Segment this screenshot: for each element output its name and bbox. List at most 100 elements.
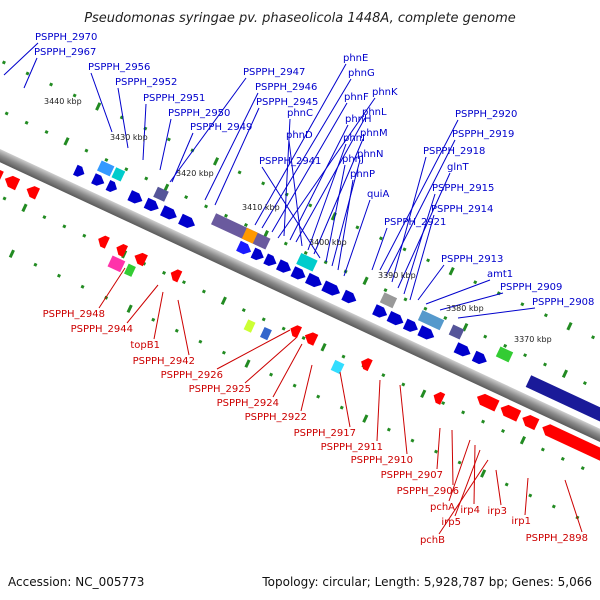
gene-label-phnn[interactable]: phnN	[357, 149, 384, 160]
gene-label-phni[interactable]: phnI	[343, 133, 365, 144]
gene-label-pspph-2946[interactable]: PSPPH_2946	[255, 82, 317, 93]
gene-label-pspph-2926[interactable]: PSPPH_2926	[161, 370, 223, 381]
forward-gene-box	[97, 160, 115, 177]
gene-label-pspph-2898[interactable]: PSPPH_2898	[526, 533, 588, 544]
tick-dot	[320, 343, 327, 352]
gene-label-pcha[interactable]: pchA	[430, 502, 455, 513]
tick-dot	[4, 111, 9, 116]
forward-gene-arrow	[372, 304, 388, 318]
tick-dot	[540, 447, 545, 452]
tick-dot	[56, 273, 61, 278]
tick-dot	[84, 148, 89, 153]
gene-label-pspph-2921[interactable]: PSPPH_2921	[384, 217, 446, 228]
accession-text: Accession: NC_005773	[8, 575, 144, 589]
gene-label-phnf[interactable]: phnF	[344, 92, 369, 103]
leader-line	[403, 193, 436, 295]
reverse-gene-arrow	[0, 169, 4, 180]
tick-dot	[448, 267, 455, 276]
gene-label-phnp[interactable]: phnP	[350, 169, 375, 180]
gene-label-pspph-2908[interactable]: PSPPH_2908	[532, 297, 594, 308]
tick-dot	[281, 326, 286, 331]
tick-dot	[44, 130, 49, 135]
leader-line	[409, 214, 435, 301]
gene-label-pspph-2952[interactable]: PSPPH_2952	[115, 77, 177, 88]
tick-dot	[480, 469, 487, 478]
gene-label-pchb[interactable]: pchB	[420, 535, 445, 546]
tick-dot	[72, 93, 77, 98]
gene-label-pspph-2947[interactable]: PSPPH_2947	[243, 67, 305, 78]
tick-dot	[284, 192, 289, 197]
leader-line	[376, 379, 381, 442]
gene-label-phnc[interactable]: phnC	[287, 108, 313, 119]
gene-label-pspph-2919[interactable]: PSPPH_2919	[452, 129, 514, 140]
gene-label-pspph-2917[interactable]: PSPPH_2917	[294, 428, 356, 439]
gene-label-pspph-2967[interactable]: PSPPH_2967	[34, 47, 96, 58]
gene-label-irp4[interactable]: irp4	[460, 505, 480, 516]
gene-label-phnh[interactable]: phnH	[345, 114, 372, 125]
gene-label-pspph-2914[interactable]: PSPPH_2914	[431, 204, 493, 215]
gene-label-irp3[interactable]: irp3	[487, 506, 507, 517]
gene-label-pspph-2907[interactable]: PSPPH_2907	[381, 470, 443, 481]
reverse-gene-box	[124, 263, 136, 277]
gene-label-phnk[interactable]: phnK	[372, 87, 398, 98]
gene-label-phne[interactable]: phnE	[343, 53, 368, 64]
gene-label-pspph-2951[interactable]: PSPPH_2951	[143, 93, 205, 104]
tick-dot	[62, 224, 67, 229]
tick-dot	[308, 203, 313, 208]
gene-label-pspph-2911[interactable]: PSPPH_2911	[321, 442, 383, 453]
forward-gene-arrow	[471, 350, 487, 365]
tick-dot	[402, 247, 407, 252]
gene-label-pspph-2913[interactable]: PSPPH_2913	[441, 254, 503, 265]
gene-label-amt1[interactable]: amt1	[487, 269, 513, 280]
gene-label-phnl[interactable]: phnL	[362, 107, 387, 118]
gene-label-quia[interactable]: quiA	[367, 189, 389, 200]
gene-label-irp1[interactable]: irp1	[511, 516, 531, 527]
tick-dot	[543, 362, 548, 367]
gene-label-irp5[interactable]: irp5	[441, 517, 461, 528]
gene-label-pspph-2970[interactable]: PSPPH_2970	[35, 32, 97, 43]
gene-label-pspph-2948[interactable]: PSPPH_2948	[43, 309, 105, 320]
gene-label-phnd[interactable]: phnD	[286, 130, 313, 141]
gene-label-pspph-2918[interactable]: PSPPH_2918	[423, 146, 485, 157]
gene-label-topb1[interactable]: topB1	[130, 340, 160, 351]
gene-label-glnt[interactable]: glnT	[447, 162, 469, 173]
gene-label-pspph-2944[interactable]: PSPPH_2944	[71, 324, 133, 335]
reverse-gene-arrow	[290, 325, 302, 339]
gene-label-phnj[interactable]: phnJ	[342, 154, 364, 165]
gene-label-pspph-2915[interactable]: PSPPH_2915	[432, 183, 494, 194]
tick-dot	[144, 176, 149, 181]
gene-label-pspph-2941[interactable]: PSPPH_2941	[259, 156, 321, 167]
forward-gene-box	[495, 346, 514, 363]
gene-label-pspph-2906[interactable]: PSPPH_2906	[397, 486, 459, 497]
gene-label-phng[interactable]: phnG	[348, 68, 375, 79]
forward-gene-arrow	[105, 180, 117, 192]
gene-label-pspph-2942[interactable]: PSPPH_2942	[133, 356, 195, 367]
gene-label-pspph-2910[interactable]: PSPPH_2910	[351, 455, 413, 466]
gene-label-pspph-2949[interactable]: PSPPH_2949	[190, 122, 252, 133]
gene-label-pspph-2945[interactable]: PSPPH_2945	[256, 97, 318, 108]
gene-label-pspph-2956[interactable]: PSPPH_2956	[88, 62, 150, 73]
leader-line	[438, 459, 489, 535]
tick-dot	[104, 157, 109, 162]
forward-gene-arrow	[417, 325, 435, 340]
forward-gene-labels[interactable]: PSPPH_2970PSPPH_2967PSPPH_2956PSPPH_2952…	[34, 32, 594, 308]
tick-dot	[237, 170, 242, 175]
gene-label-phnm[interactable]: phnM	[360, 128, 388, 139]
gene-label-pspph-2909[interactable]: PSPPH_2909	[500, 282, 562, 293]
gene-label-pspph-2924[interactable]: PSPPH_2924	[217, 398, 279, 409]
leader-line	[391, 156, 427, 283]
gene-label-pspph-2920[interactable]: PSPPH_2920	[455, 109, 517, 120]
tick-dot	[221, 350, 226, 355]
gene-label-pspph-2950[interactable]: PSPPH_2950	[168, 108, 230, 119]
leader-line	[216, 329, 291, 370]
reverse-gene-arrow	[361, 358, 373, 372]
gene-label-pspph-2922[interactable]: PSPPH_2922	[245, 412, 307, 423]
dna-backbone	[0, 122, 600, 446]
gene-label-pspph-2925[interactable]: PSPPH_2925	[189, 384, 251, 395]
leader-line	[153, 291, 164, 340]
leader-line	[254, 63, 347, 226]
forward-gene-arrow	[263, 253, 277, 266]
tick-dot	[355, 225, 360, 230]
